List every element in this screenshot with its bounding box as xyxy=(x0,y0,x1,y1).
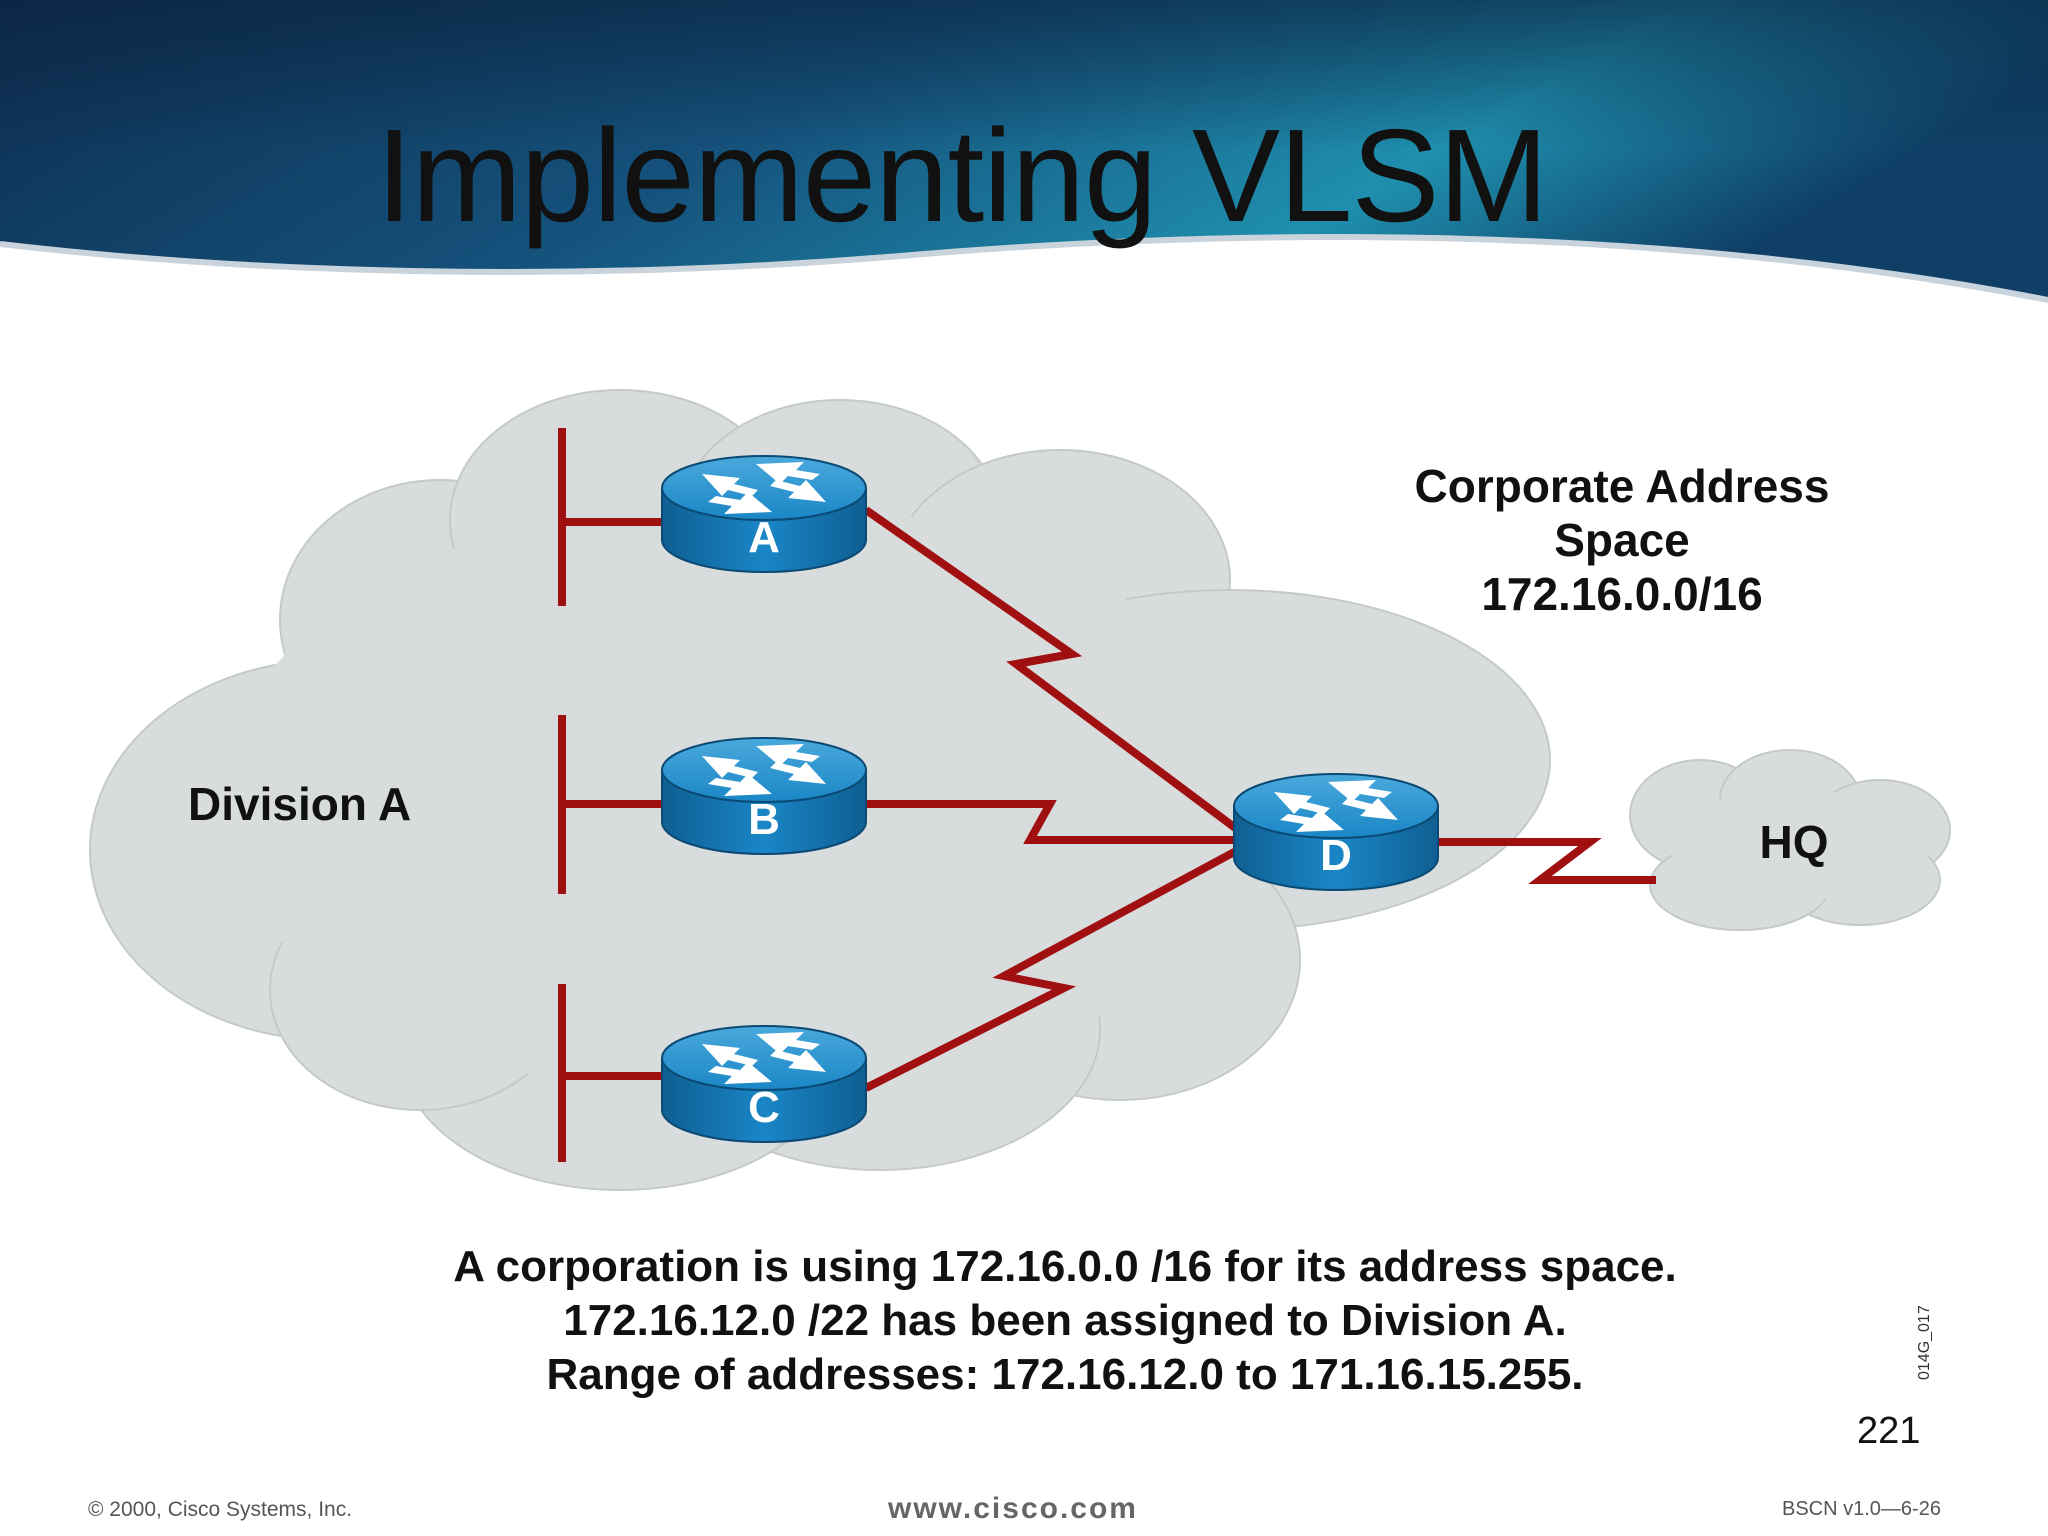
router-c: C xyxy=(661,1025,867,1143)
router-d: D xyxy=(1233,773,1439,891)
link-c-d xyxy=(864,846,1240,1092)
svg-text:B: B xyxy=(748,795,780,844)
caption-line: A corporation is using 172.16.0.0 /16 fo… xyxy=(453,1242,1677,1291)
svg-text:D: D xyxy=(1320,831,1352,880)
figure-code: 014G_017 xyxy=(1916,1305,1933,1380)
page-number: 221 xyxy=(1857,1410,1921,1452)
router-a: A xyxy=(661,455,867,573)
link-b-d xyxy=(866,800,1238,844)
hq-label: HQ xyxy=(1760,816,1829,868)
footer-course-code: BSCN v1.0—6-26 xyxy=(1782,1498,1941,1520)
division-a-label: Division A xyxy=(188,778,411,830)
caption: A corporation is using 172.16.0.0 /16 fo… xyxy=(0,1240,2048,1402)
caption-line: Range of addresses: 172.16.12.0 to 171.1… xyxy=(546,1350,1584,1399)
wan-links xyxy=(863,506,1656,1092)
address-space-label: Corporate Address Space 172.16.0.0/16 xyxy=(1415,460,1830,620)
hq-cloud xyxy=(1629,749,1951,931)
svg-text:A: A xyxy=(748,513,780,562)
link-d-hq xyxy=(1436,838,1656,884)
network-diagram: A B C D Division A HQ Corporate Address … xyxy=(89,389,1951,1191)
footer-url: www.cisco.com xyxy=(888,1492,1138,1525)
header-banner xyxy=(0,0,2048,303)
caption-line: 172.16.12.0 /22 has been assigned to Div… xyxy=(563,1296,1567,1345)
svg-text:Corporate Address: Corporate Address xyxy=(1415,460,1830,512)
svg-text:C: C xyxy=(748,1083,780,1132)
link-a-d xyxy=(863,506,1241,834)
svg-text:172.16.0.0/16: 172.16.0.0/16 xyxy=(1481,568,1762,620)
slide-title: Implementing VLSM xyxy=(376,102,1549,249)
footer-copyright: © 2000, Cisco Systems, Inc. xyxy=(88,1498,353,1521)
svg-text:Space: Space xyxy=(1554,514,1690,566)
router-b: B xyxy=(661,737,867,855)
lan-segments xyxy=(558,428,662,1162)
